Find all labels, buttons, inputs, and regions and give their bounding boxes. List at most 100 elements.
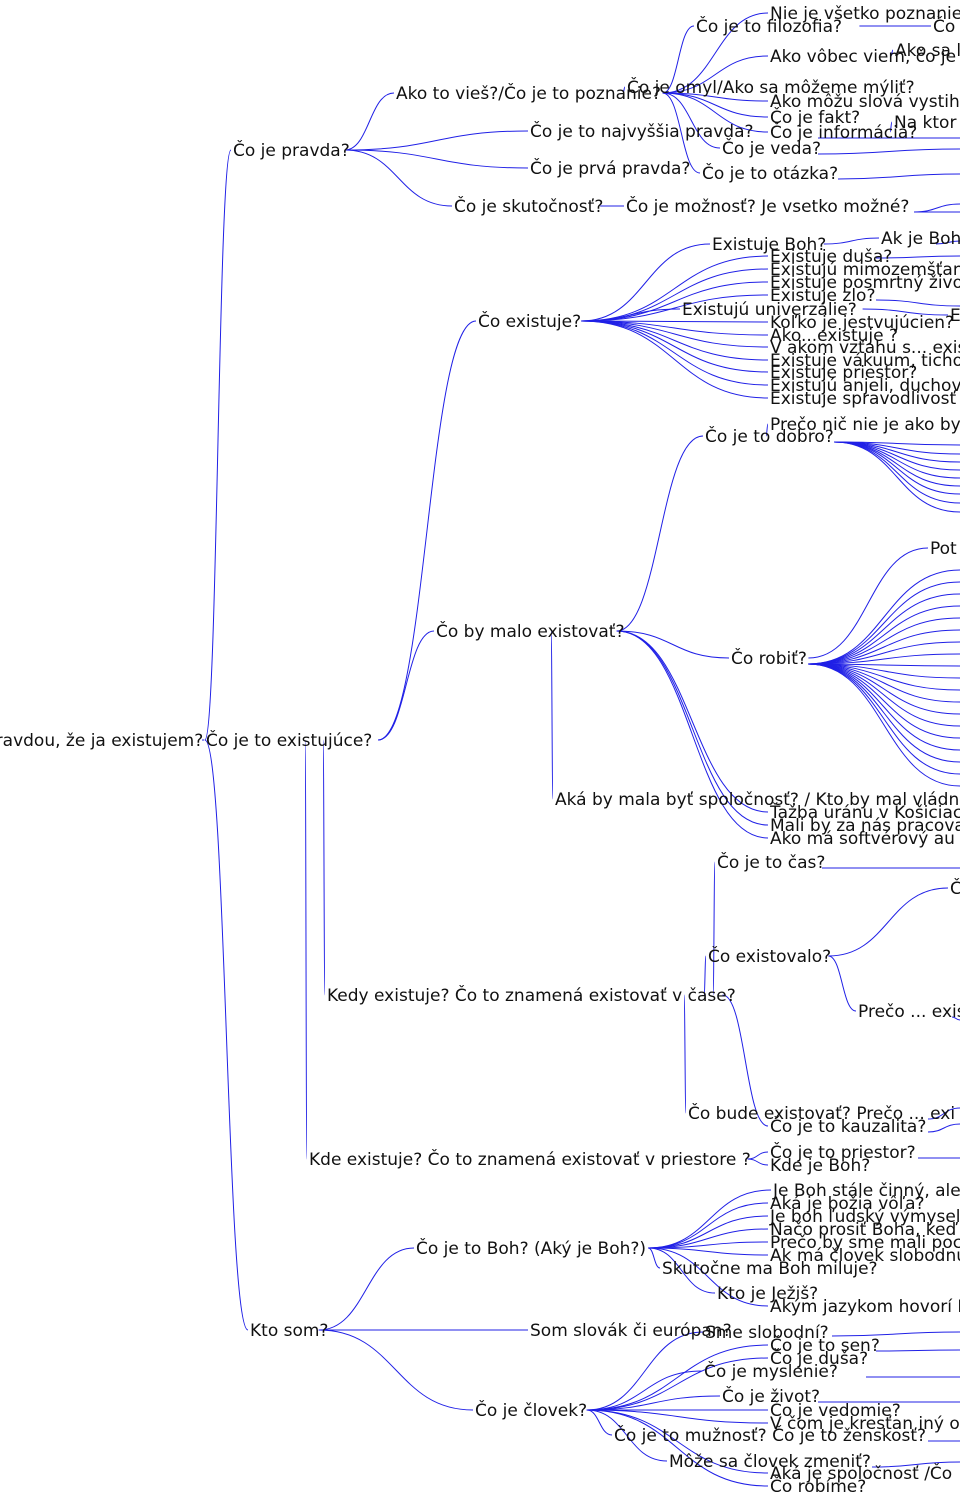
node-existovalo_c: Č — [950, 877, 960, 899]
edge-offscreen-38 — [927, 1107, 960, 1120]
edge-root-ktosom — [204, 739, 249, 1331]
edge-root-pravda — [204, 149, 232, 741]
edge-pravda-najvyssia — [344, 130, 529, 151]
edge-offscreen-39 — [927, 1123, 960, 1133]
node-slovak: Som slovák či európan? — [530, 1321, 732, 1341]
node-kdeboh: Kde je Boh? — [770, 1156, 870, 1176]
node-robime: Čo robíme? — [770, 1475, 866, 1497]
edge-offscreen-11 — [833, 441, 960, 471]
node-boh: Existuje Boh? — [712, 235, 826, 255]
edge-ktosom-clovek — [318, 1329, 474, 1411]
node-kedy: Kedy existuje? Čo to znamená existovať v… — [327, 984, 736, 1006]
node-existujuce: Čo je to existujúce? — [206, 729, 372, 751]
edge-bymalo-robit — [616, 630, 730, 659]
edge-layer — [201, 12, 960, 1487]
node-kolko: Koľko je jestvujúcien? — [770, 313, 954, 333]
node-akosa: Ako sa l — [895, 41, 960, 61]
edge-coexistuje-zlo — [581, 294, 769, 322]
node-otazka: Čo je to otázka? — [702, 162, 838, 184]
edge-poznanie-informacia — [662, 92, 769, 133]
edge-clovek-sen — [586, 1344, 769, 1411]
edge-offscreen-34 — [807, 663, 960, 775]
edge-informacia-naktor — [889, 121, 893, 133]
edge-bymalo-softver — [616, 630, 769, 839]
edge-poznanie-filozofia — [662, 25, 695, 94]
edge-offscreen-19 — [807, 593, 960, 665]
node-najvyssia: Čo je to najvyššia pravda? — [530, 120, 754, 142]
node-existovalo: Čo existovalo? — [708, 945, 831, 967]
edge-coexistuje-priestor1 — [581, 320, 769, 373]
node-clovek: Čo je človek? — [475, 1399, 587, 1421]
node-slobodni: Sme slobodní? — [705, 1323, 829, 1343]
node-naktor: Na ktor — [894, 113, 956, 133]
edge-bymalo-dobro — [616, 435, 704, 632]
node-anjeli: Existujú anjeli, duchov — [770, 376, 960, 396]
edge-clovek-zivot — [586, 1395, 721, 1411]
node-krestan: V čom je kresťan iný o — [770, 1414, 960, 1434]
edge-existujuce-coexistuje — [377, 320, 477, 741]
node-pot: Pot — [930, 539, 957, 559]
node-uran: Ťažba uránu v Košiciach — [769, 801, 960, 823]
node-fakt: Čo je fakt? — [770, 106, 860, 128]
node-vedomie: Čo je vedomie? — [770, 1399, 901, 1421]
node-zmenit: Môže sa človek zmeniť? — [669, 1452, 871, 1472]
edge-univerzalie-univ_e — [862, 308, 949, 316]
edge-poznanie-veda — [662, 92, 721, 149]
edge-jeboh-jezis — [648, 1247, 716, 1294]
node-priestor1: Existuje priestor? — [770, 363, 917, 383]
edge-coexistuje-anjeli — [581, 320, 769, 386]
node-univ_e: E — [950, 306, 960, 326]
edge-clovek-robime — [586, 1409, 769, 1487]
edge-kedy-budeexistovat — [683, 994, 687, 1114]
edge-offscreen-3 — [913, 203, 960, 213]
node-skutocnost: Čo je skutočnosť? — [454, 195, 603, 217]
edge-jeboh-bozia — [648, 1202, 769, 1249]
edge-offscreen-14 — [833, 441, 960, 495]
node-softver: Ako má softvérový au — [770, 829, 955, 849]
node-pravda: Čo je pravda? — [233, 139, 350, 161]
node-zlo: Existuje zlo? — [770, 286, 875, 306]
node-jezis: Kto je Ježiš? — [717, 1284, 818, 1304]
edge-jeboh-slobodnu — [648, 1247, 769, 1256]
node-priestor2: Čo je to priestor? — [770, 1141, 916, 1163]
edge-jeboh-stalecinny — [648, 1189, 772, 1249]
node-kauzalita: Čo je to kauzalita? — [770, 1115, 926, 1137]
node-cas: Čo je to čas? — [717, 851, 825, 873]
edge-offscreen-33 — [807, 663, 960, 763]
node-posmrtny: Existuje posmrtný živo — [770, 273, 960, 293]
node-zivot: Čo je život? — [722, 1385, 820, 1407]
node-dusa: Existuje duša? — [770, 247, 892, 267]
edge-existujuce-kedy — [322, 739, 326, 996]
node-preco_exis: Prečo ... exis — [858, 1002, 960, 1022]
node-akoexistuje: Ako...existuje ? — [770, 326, 898, 346]
edge-poznanie-akoviem — [662, 55, 769, 94]
edge-offscreen-32 — [807, 663, 960, 751]
node-poznanie: Ako to vieš?/Čo je to poznanie? — [396, 82, 661, 104]
edge-clovek-muznost — [586, 1409, 613, 1436]
node-informacia: Čo je informácia? — [770, 121, 917, 143]
edge-coexistuje-vakuum — [581, 320, 769, 361]
label-layer: Je pravdou, že ja existujem? Čo je pravda… — [0, 4, 960, 1497]
edge-bymalo-spolocnost — [550, 630, 554, 800]
node-coexistuje: Čo existuje? — [478, 310, 581, 332]
node-precobysme: Prečo by sme mali poc — [770, 1233, 960, 1253]
node-root: Je pravdou, že ja existujem? — [0, 731, 203, 751]
edge-robit-pot — [808, 547, 929, 659]
edge-poznanie-nieje — [662, 12, 769, 94]
node-miluje: Skutočne ma Boh miluje? — [662, 1259, 878, 1279]
edge-clovek-krestan — [586, 1409, 769, 1424]
edge-poznanie-otazka — [662, 92, 701, 174]
node-spolocnost: Aká by mala byť spoločnosť? / Kto by mal… — [555, 790, 959, 810]
node-sen: Čo je to sen? — [770, 1334, 880, 1356]
edge-pravda-skutocnost — [344, 149, 453, 207]
node-vakom: V akom vzťahu s... exis — [770, 338, 960, 358]
edge-existovalo-existovalo_c — [828, 887, 949, 957]
edge-offscreen-2 — [837, 173, 960, 180]
edge-offscreen-30 — [807, 663, 960, 727]
edge-existovalo-preco_exis — [828, 955, 857, 1012]
node-dusa2: Čo je duša? — [770, 1347, 868, 1369]
edge-offscreen-5 — [935, 240, 960, 245]
edge-clovek-spolocnost2 — [586, 1409, 769, 1474]
node-jeboh: Čo je to Boh? (Aký je Boh?) — [416, 1237, 646, 1259]
